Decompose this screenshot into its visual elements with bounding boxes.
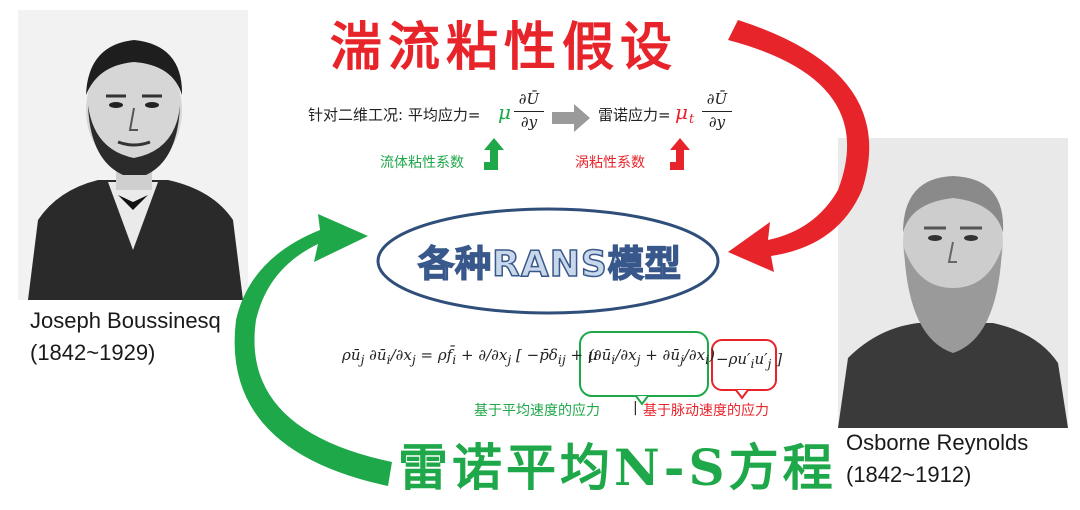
fluid-viscosity-label: 流体粘性系数	[380, 155, 464, 171]
frac-den-2: ∂y	[708, 113, 726, 131]
boussinesq-name: Joseph Boussinesq	[30, 308, 221, 333]
caption-separator: |	[633, 400, 638, 416]
frac-den-1: ∂y	[520, 113, 538, 131]
green-arrow	[234, 214, 392, 486]
title-top: 湍流粘性假设	[330, 17, 679, 78]
red-arrow	[728, 20, 870, 272]
reynolds-portrait	[838, 138, 1068, 428]
gray-arrow	[552, 104, 590, 132]
frac-num-2: ∂Ū	[706, 90, 728, 108]
mu-t-subscript: t	[689, 112, 695, 127]
eddy-viscosity-label: 涡粘性系数	[575, 155, 645, 171]
caption-fluct: 基于脉动速度的应力	[643, 403, 769, 419]
reynolds-name: Osborne Reynolds	[846, 430, 1029, 455]
frac-bar-1	[514, 111, 544, 112]
green-elbow	[484, 138, 504, 170]
mu-t-symbol: μ	[675, 100, 688, 124]
rans-ellipse	[376, 207, 720, 315]
formula-mid: 雷诺应力=	[598, 106, 671, 124]
rans-equation-fluct-term: −ρu′iu′j ]	[716, 350, 783, 371]
rans-equation-mean-term: (∂ūi/∂xj + ∂ūj/∂xi)	[588, 346, 716, 367]
caption-mean: 基于平均速度的应力	[474, 403, 600, 419]
reynolds-years: (1842~1912)	[846, 462, 972, 487]
rans-models-label: 各种RANS模型	[417, 243, 682, 286]
rans-equation-lhs: ρūj ∂ūi/∂xj = ρf̄i + ∂/∂xj [ −p̄δij + μ	[342, 346, 598, 367]
frac-bar-2	[702, 111, 732, 112]
boussinesq-years: (1842~1929)	[30, 340, 156, 365]
mu-symbol: μ	[498, 100, 511, 124]
frac-num-1: ∂Ū	[518, 90, 540, 108]
title-bottom: 雷诺平均N-S方程	[398, 438, 837, 497]
boussinesq-portrait	[18, 10, 248, 300]
red-elbow	[670, 138, 690, 170]
formula-prefix: 针对二维工况: 平均应力=	[308, 106, 481, 124]
